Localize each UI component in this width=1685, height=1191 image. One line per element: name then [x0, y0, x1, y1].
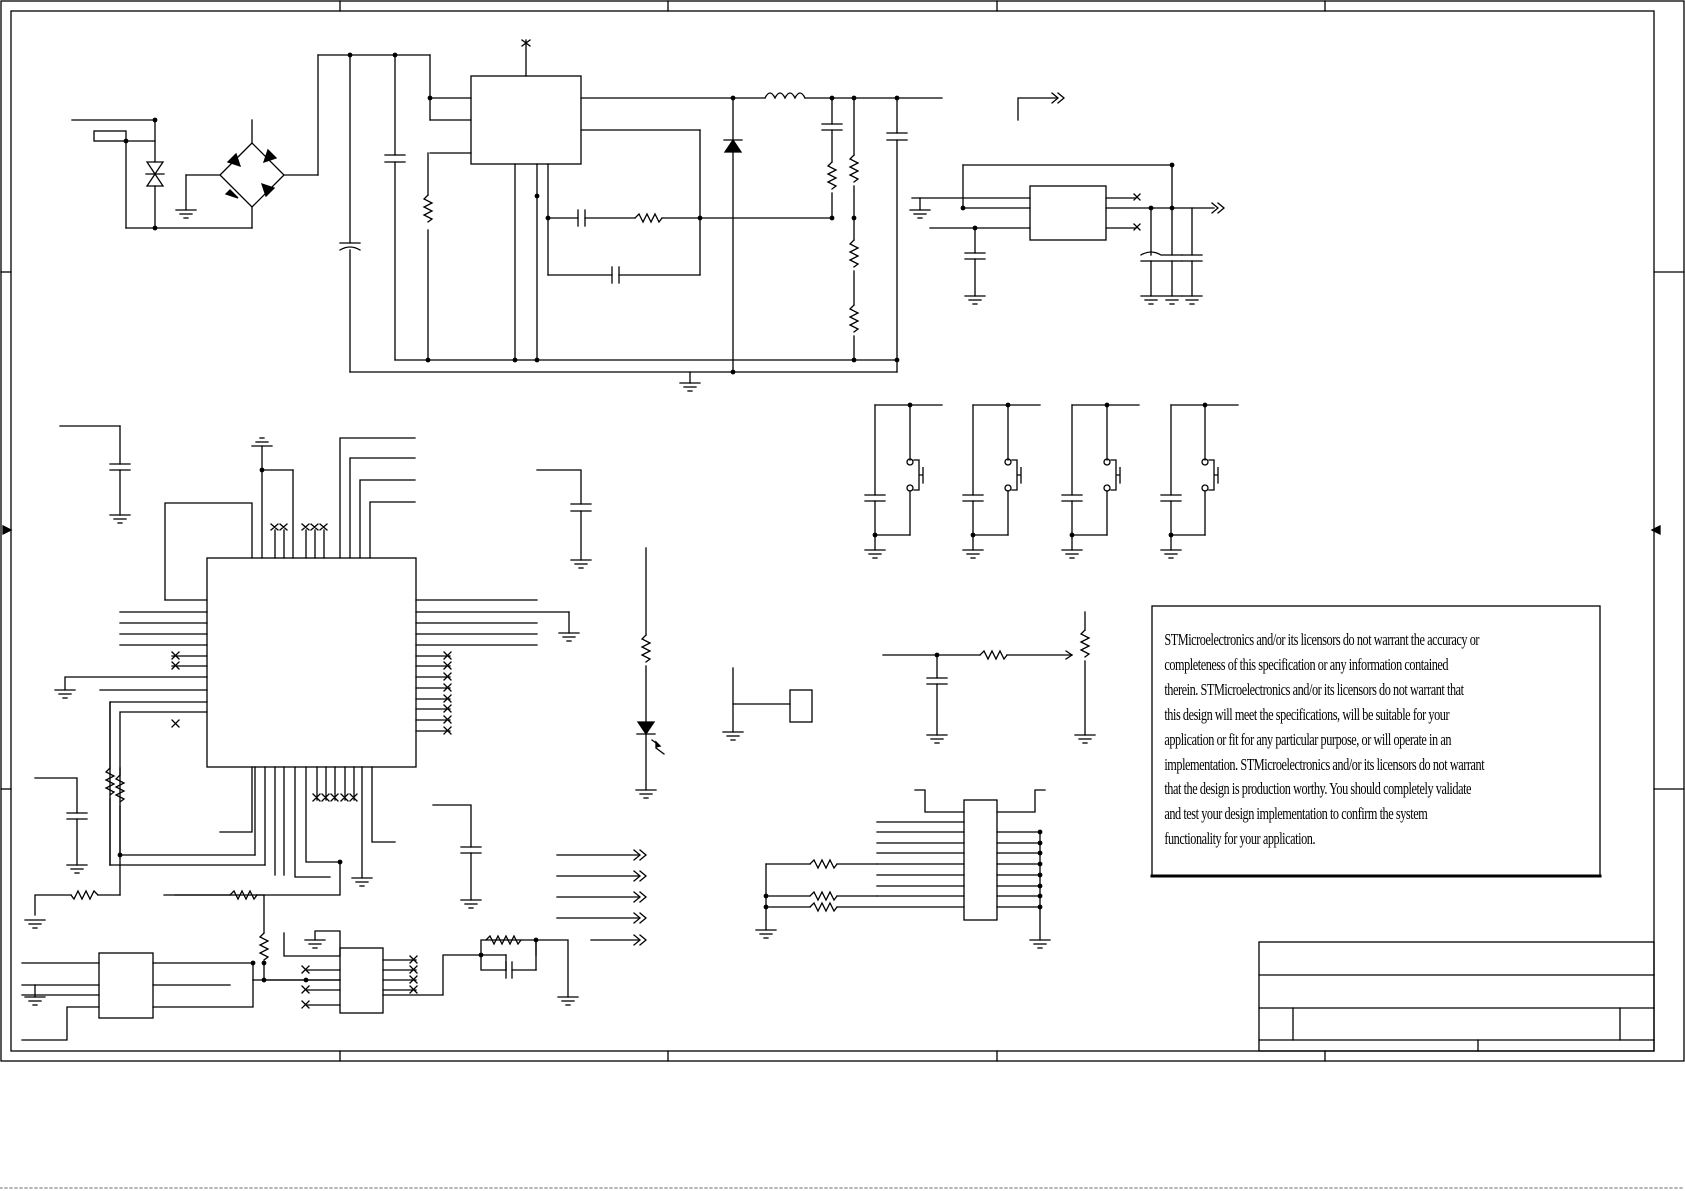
power-supply-section — [71, 39, 943, 392]
potentiometer-input — [882, 611, 1096, 744]
disclaimer-line: and test your design implementation to c… — [1164, 804, 1428, 824]
jumper-connector — [722, 667, 813, 741]
header-connector — [755, 789, 1051, 949]
push-button-array — [864, 404, 1239, 559]
microcontroller-section — [24, 425, 592, 981]
connector-block — [98, 952, 154, 1019]
disclaimer-frame — [1150, 605, 1602, 878]
disclaimer-line: implementation. STMicroelectronics and/o… — [1164, 754, 1485, 774]
disclaimer-line: STMicroelectronics and/or its licensors … — [1164, 630, 1480, 649]
disclaimer-text: STMicroelectronics and/or its licensors … — [1160, 626, 1485, 874]
push-button-2 — [962, 404, 1041, 559]
junction-dots — [117, 52, 1208, 983]
led-indicator — [635, 547, 665, 799]
disclaimer-line: functionality for your application. — [1164, 829, 1316, 849]
disclaimer-line: application or fit for any particular pu… — [1164, 729, 1452, 749]
debug-interface-section — [21, 930, 579, 1041]
disclaimer-line: this design will meet the specifications… — [1164, 704, 1450, 724]
title-block — [1258, 941, 1655, 1052]
push-button-1 — [864, 404, 943, 559]
disclaimer-line: that the design is production worthy. Yo… — [1164, 779, 1472, 799]
regulator-ic — [470, 75, 582, 165]
disclaimer-line: completeness of this specification or an… — [1164, 654, 1449, 674]
ldo-section — [909, 92, 1226, 305]
mcu-ic — [206, 557, 417, 768]
level-shifter-ic — [339, 947, 384, 1014]
ldo-ic — [1029, 185, 1107, 241]
disclaimer-line: therein. STMicroelectronics and/or its l… — [1164, 679, 1464, 699]
off-page-connectors — [556, 849, 648, 946]
